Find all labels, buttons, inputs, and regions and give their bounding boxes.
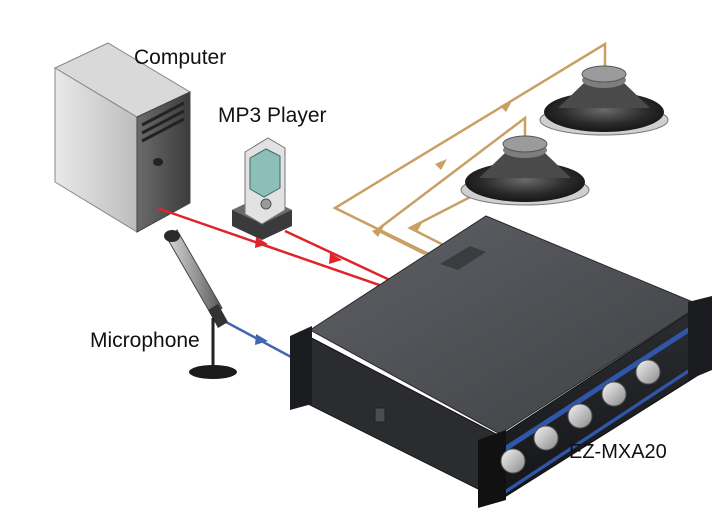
line-level-cables <box>156 206 393 288</box>
computer-label: Computer <box>134 46 227 69</box>
microphone <box>164 229 237 379</box>
speaker-cable-far <box>332 41 607 264</box>
mic-cable <box>225 320 294 360</box>
speaker-cable-near <box>374 115 527 256</box>
mixer-unit <box>290 215 712 508</box>
microphone-label: Microphone <box>90 329 200 352</box>
computer-tower <box>53 42 192 233</box>
speaker-cable-arrows <box>372 101 512 237</box>
computer-cable <box>156 206 383 288</box>
mp3-player <box>232 137 292 240</box>
mixer-knobs <box>500 359 661 474</box>
device-model-label: EZ-MXA20 <box>569 441 667 463</box>
speaker-front <box>460 135 590 206</box>
mp3-cable <box>284 229 393 283</box>
mp3-player-label: MP3 Player <box>218 104 327 127</box>
speaker-rear <box>539 65 669 136</box>
line-cable-arrows <box>255 237 342 264</box>
